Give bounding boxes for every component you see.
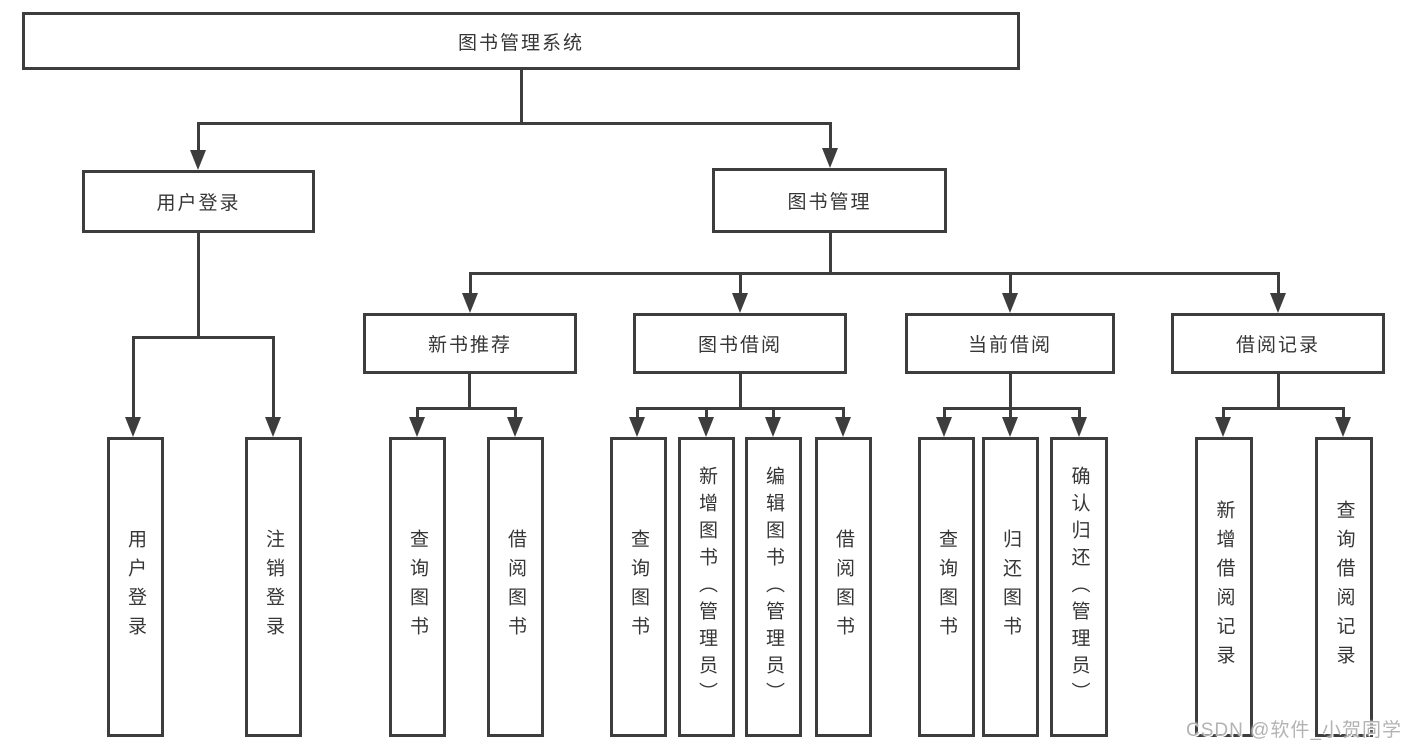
node-book-management-label: 图书管理 xyxy=(787,192,872,213)
leaf-add-book-admin: 新增图书（管理员） xyxy=(678,437,735,737)
arrowhead-icon xyxy=(507,417,523,437)
connector-drop-borrow-records xyxy=(1277,272,1280,295)
node-borrow-records: 借阅记录 xyxy=(1171,313,1385,374)
arrowhead-icon xyxy=(1270,293,1286,313)
connector-current-borrow-bar xyxy=(943,407,1081,410)
arrowhead-icon xyxy=(462,293,478,313)
connector-book-borrow-stem xyxy=(739,374,742,407)
connector-drop xyxy=(514,407,517,419)
connector-user-login-bar xyxy=(132,336,275,339)
connector-drop xyxy=(636,407,639,419)
connector-new-book-recommend-stem xyxy=(468,374,471,407)
leaf-add-borrow-record: 新增借阅记录 xyxy=(1195,437,1253,737)
node-new-book-recommend-label: 新书推荐 xyxy=(427,335,512,356)
leaf-query-borrow-record: 查询借阅记录 xyxy=(1315,437,1373,737)
arrowhead-icon xyxy=(125,417,141,437)
leaf-add-borrow-record-label: 新增借阅记录 xyxy=(1213,500,1235,674)
connector-drop xyxy=(1009,407,1012,419)
arrowhead-icon xyxy=(1335,417,1351,437)
leaf-query-books-current-label: 查询图书 xyxy=(936,529,957,645)
connector-drop-new-book-recommend xyxy=(469,272,472,295)
arrowhead-icon xyxy=(936,417,952,437)
connector-drop xyxy=(1078,407,1081,419)
leaf-confirm-return-admin-label: 确认归还（管理员） xyxy=(1068,465,1090,709)
leaf-edit-book-admin-label: 编辑图书（管理员） xyxy=(763,465,784,709)
arrowhead-icon xyxy=(629,417,645,437)
leaf-query-books-current: 查询图书 xyxy=(918,437,975,737)
arrowhead-icon xyxy=(835,417,851,437)
leaf-borrow-books-borrow: 借阅图书 xyxy=(815,437,872,737)
connector-borrow-records-bar xyxy=(1222,407,1345,410)
connector-drop xyxy=(705,407,708,419)
node-book-management: 图书管理 xyxy=(712,168,947,233)
arrowhead-icon xyxy=(1071,417,1087,437)
node-book-borrow-label: 图书借阅 xyxy=(697,335,782,356)
leaf-borrow-books-borrow-label: 借阅图书 xyxy=(833,529,854,645)
connector-drop xyxy=(1222,407,1225,419)
leaf-borrow-books-recommend: 借阅图书 xyxy=(487,437,544,737)
connector-current-borrow-stem xyxy=(1009,374,1012,407)
connector-drop-leaf-user-login xyxy=(132,336,135,419)
leaf-edit-book-admin: 编辑图书（管理员） xyxy=(745,437,802,737)
connector-book-management-stem xyxy=(829,233,832,272)
node-current-borrow: 当前借阅 xyxy=(905,313,1115,374)
connector-book-borrow-bar xyxy=(636,407,845,410)
leaf-query-books-borrow-label: 查询图书 xyxy=(628,529,649,645)
leaf-query-books-borrow: 查询图书 xyxy=(610,437,667,737)
connector-borrow-records-stem xyxy=(1277,374,1280,407)
node-new-book-recommend: 新书推荐 xyxy=(363,313,577,374)
arrowhead-icon xyxy=(1215,417,1231,437)
leaf-return-book-label: 归还图书 xyxy=(1000,529,1021,645)
arrowhead-icon xyxy=(265,417,281,437)
connector-drop-leaf-logout xyxy=(272,336,275,419)
arrowhead-icon xyxy=(190,150,206,170)
leaf-confirm-return-admin: 确认归还（管理员） xyxy=(1050,437,1108,737)
connector-drop xyxy=(943,407,946,419)
connector-drop xyxy=(1342,407,1345,419)
node-user-login-label: 用户登录 xyxy=(156,193,241,214)
connector-root-bar xyxy=(197,122,831,125)
leaf-logout-label: 注销登录 xyxy=(263,529,284,645)
arrowhead-icon xyxy=(822,148,838,168)
leaf-return-book: 归还图书 xyxy=(982,437,1039,737)
node-book-borrow: 图书借阅 xyxy=(633,313,847,374)
leaf-query-borrow-record-label: 查询借阅记录 xyxy=(1333,500,1355,674)
leaf-add-book-admin-label: 新增图书（管理员） xyxy=(696,465,717,709)
node-borrow-records-label: 借阅记录 xyxy=(1235,335,1320,356)
connector-drop xyxy=(416,407,419,419)
connector-root-stem xyxy=(520,70,523,122)
connector-book-management-bar xyxy=(469,272,1280,275)
leaf-user-login: 用户登录 xyxy=(107,437,164,737)
watermark: CSDN @软件_小贺同学 xyxy=(1186,720,1402,741)
node-root-label: 图书管理系统 xyxy=(457,32,584,54)
connector-new-book-recommend-bar xyxy=(416,407,517,410)
node-current-borrow-label: 当前借阅 xyxy=(967,335,1052,356)
leaf-borrow-books-recommend-label: 借阅图书 xyxy=(505,529,526,645)
connector-drop-book-borrow xyxy=(739,272,742,295)
node-user-login: 用户登录 xyxy=(82,170,315,233)
node-root: 图书管理系统 xyxy=(22,12,1020,70)
connector-drop xyxy=(842,407,845,419)
arrowhead-icon xyxy=(1002,417,1018,437)
connector-drop-book-management xyxy=(829,122,832,150)
leaf-logout: 注销登录 xyxy=(245,437,302,737)
arrowhead-icon xyxy=(698,417,714,437)
leaf-user-login-label: 用户登录 xyxy=(125,529,146,645)
arrowhead-icon xyxy=(409,417,425,437)
arrowhead-icon xyxy=(732,293,748,313)
leaf-query-books-recommend: 查询图书 xyxy=(389,437,446,737)
arrowhead-icon xyxy=(1002,293,1018,313)
connector-drop-user-login xyxy=(197,122,200,152)
connector-user-login-stem xyxy=(197,233,200,336)
leaf-query-books-recommend-label: 查询图书 xyxy=(407,529,428,645)
connector-drop xyxy=(772,407,775,419)
arrowhead-icon xyxy=(765,417,781,437)
connector-drop-current-borrow xyxy=(1009,272,1012,295)
